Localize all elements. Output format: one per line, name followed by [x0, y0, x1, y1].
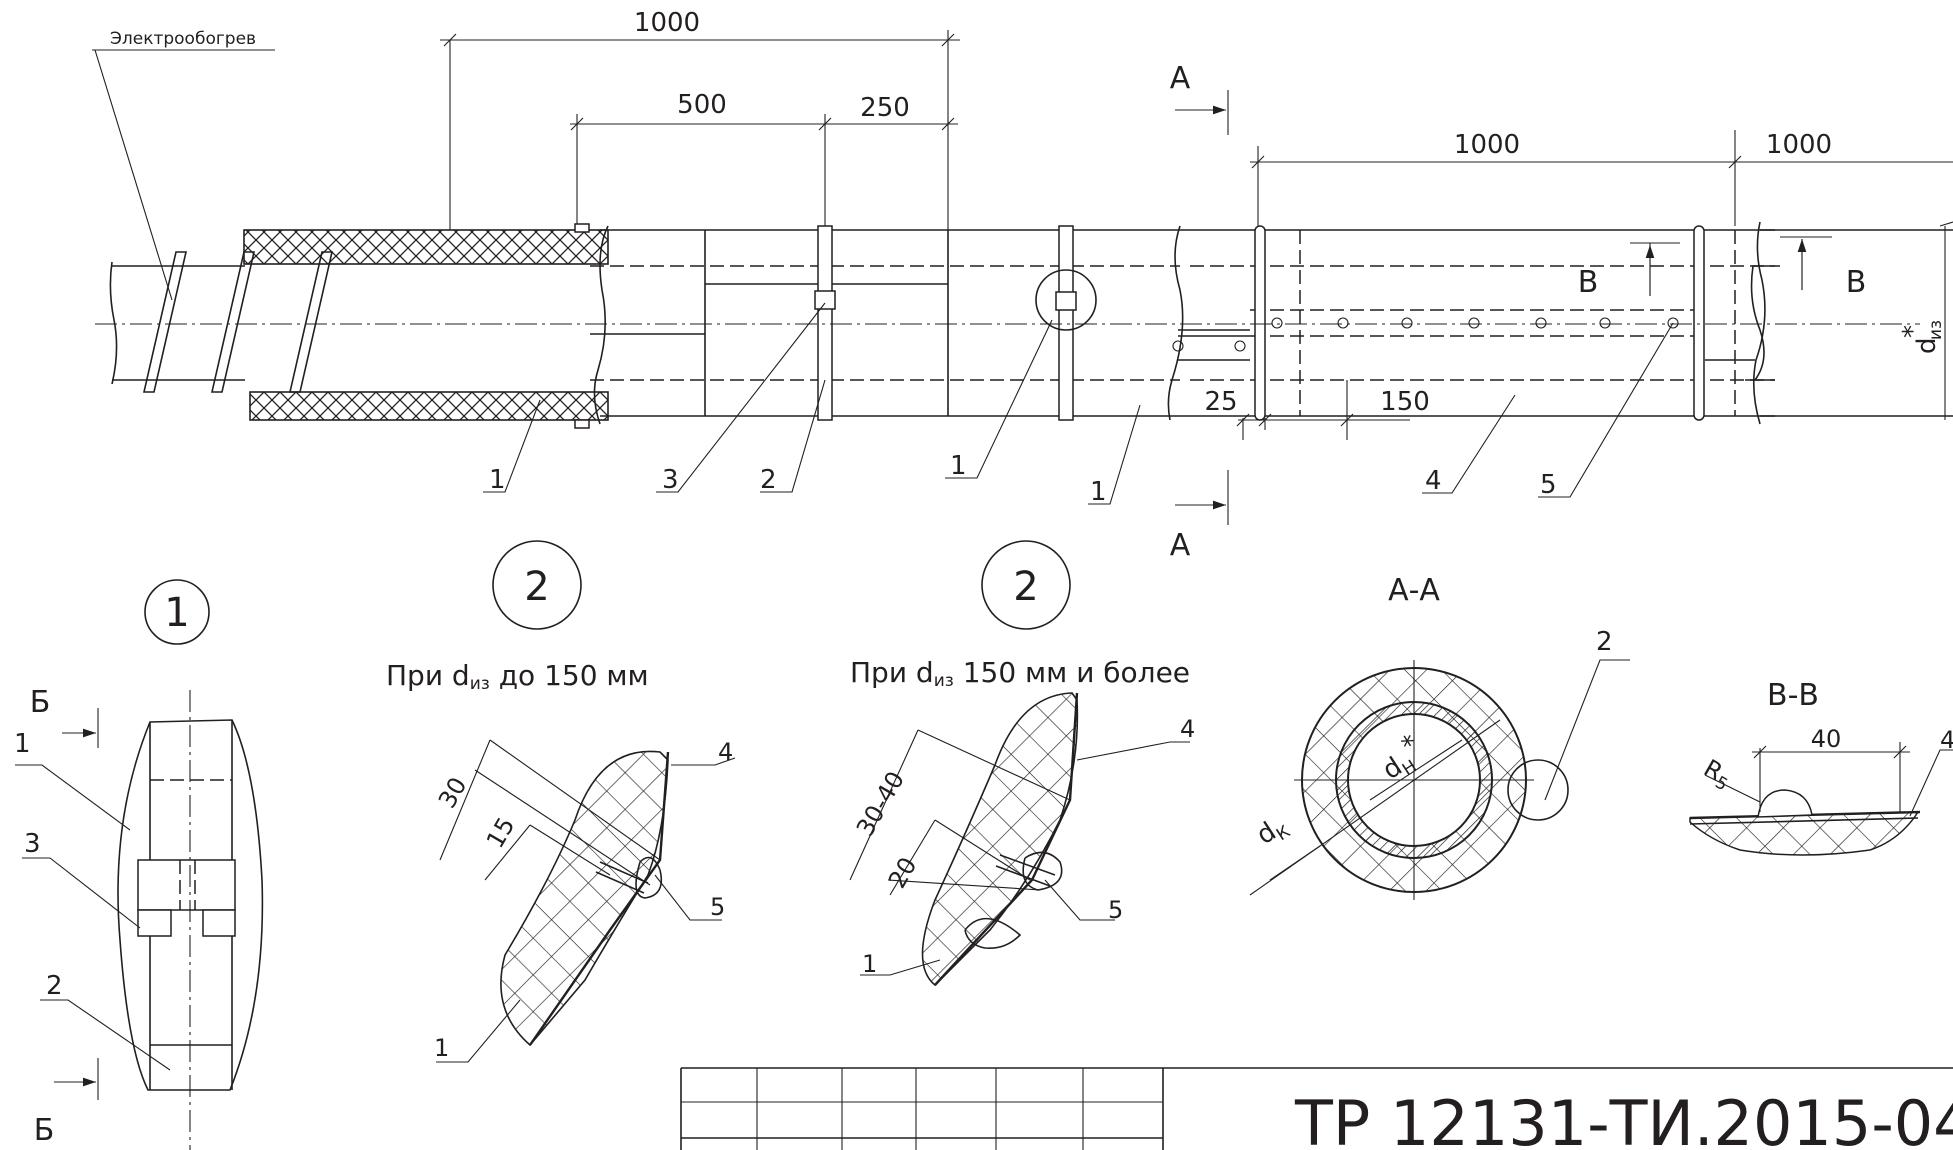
section-aa-title: А-А: [1388, 573, 1440, 608]
detail-2a: [436, 540, 736, 1063]
main-callouts: [483, 302, 1674, 505]
main-pipe-view: [95, 221, 1953, 429]
dim-1000-far: 1000: [1766, 130, 1832, 160]
detail2a-item-5: 5: [710, 893, 725, 921]
document-code: ТР 12131-ТИ.2015-04: [1294, 1087, 1953, 1150]
section-a-bottom: А: [1170, 528, 1191, 563]
svg-text:из: из: [1926, 320, 1946, 340]
detail1-cut-bottom: Б: [34, 1113, 55, 1148]
detail2b-item-1: 1: [862, 950, 877, 978]
section-v-right: В: [1846, 265, 1867, 300]
section-vv-title: В-В: [1767, 678, 1819, 713]
section-aa-dk: dК: [1251, 810, 1293, 854]
detail2a-item-1: 1: [434, 1034, 449, 1062]
detail1-circle-label: 1: [164, 590, 189, 636]
detail2a-item-4: 4: [718, 738, 733, 766]
section-v-v: [1689, 742, 1953, 856]
dim-250: 250: [860, 93, 910, 123]
detail2b-item-5: 5: [1108, 896, 1123, 924]
detail2a-circle-label: 2: [524, 564, 549, 610]
callout-main-4: 4: [1425, 466, 1442, 496]
callout-main-5: 5: [1540, 470, 1557, 500]
detail2a-dim-30: 30: [433, 773, 473, 813]
section-vv-item-4: 4: [1940, 726, 1953, 754]
svg-text:*: *: [1898, 325, 1928, 338]
section-a-top: А: [1170, 61, 1191, 96]
section-aa-item-2: 2: [1596, 627, 1613, 657]
detail1-item-1: 1: [14, 729, 31, 759]
detail2b-dim-20: 20: [883, 853, 923, 893]
dim-150: 150: [1380, 387, 1430, 417]
callout-main-3: 3: [662, 465, 679, 495]
detail2b-caption: При dиз 150 мм и более: [850, 656, 1190, 691]
detail2a-caption: При dиз до 150 мм: [386, 659, 649, 694]
dim-25: 25: [1204, 387, 1237, 417]
callout-main-1a: 1: [489, 465, 506, 495]
heating-label: Электрообогрев: [110, 29, 256, 49]
d-iz-label: d из *: [1898, 320, 1946, 354]
detail2b-item-4: 4: [1180, 715, 1195, 743]
detail2b-circle-label: 2: [1013, 564, 1038, 610]
heating-leader: [92, 49, 275, 301]
detail1-item-2: 2: [46, 971, 63, 1001]
section-vv-radius: R5: [1697, 754, 1737, 795]
dim-1000-top: 1000: [634, 8, 700, 38]
detail-1: [15, 579, 264, 1150]
svg-text:d: d: [1912, 337, 1942, 354]
section-a-a: [1249, 659, 1630, 900]
dim-500: 500: [677, 90, 727, 120]
title-block: [680, 1067, 1953, 1150]
detail-2b: [849, 540, 1190, 987]
callout-main-1c: 1: [1090, 477, 1107, 507]
detail2a-dim-15: 15: [481, 813, 521, 853]
callout-main-2: 2: [760, 465, 777, 495]
detail1-item-3: 3: [24, 829, 41, 859]
section-v-left: В: [1578, 265, 1599, 300]
main-dimensions: [440, 30, 1953, 525]
dim-1000-right: 1000: [1454, 130, 1520, 160]
callout-main-1b: 1: [950, 451, 967, 481]
detail1-cut-top: Б: [30, 685, 51, 720]
detail2b-dim-30-40: 30-40: [851, 767, 910, 841]
section-vv-dim-40: 40: [1811, 725, 1842, 753]
